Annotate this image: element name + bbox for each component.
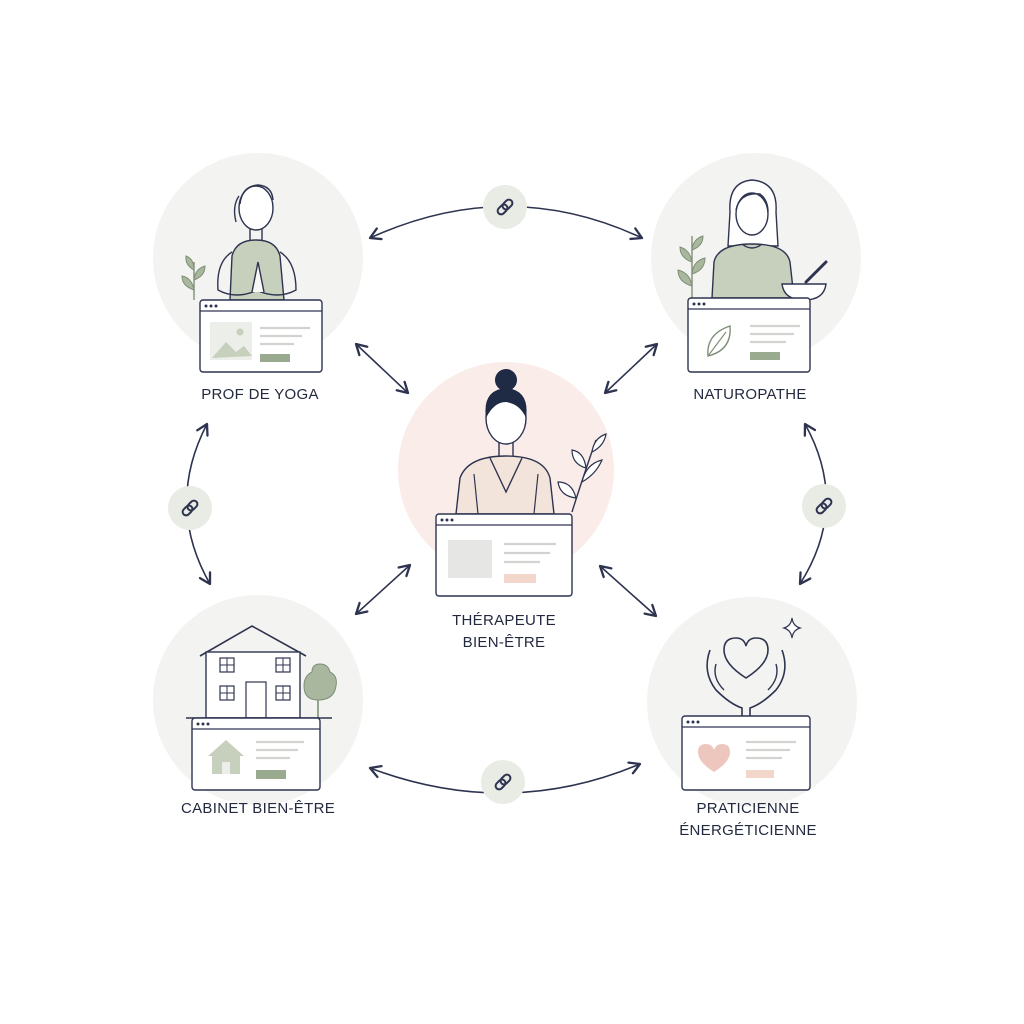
label-line: NATUROPATHE xyxy=(693,386,807,403)
label-praticienne-energeticienne: PRATICIENNE ÉNERGÉTICIENNE xyxy=(646,798,850,842)
label-line: PRATICIENNE xyxy=(696,800,800,817)
therapist-icon xyxy=(435,369,607,597)
label-line: ÉNERGÉTICIENNE xyxy=(679,822,817,839)
label-therapeute-bien-etre: THÉRAPEUTE BIEN-ÊTRE xyxy=(404,610,604,654)
double-arrow-icon xyxy=(354,563,412,616)
link-icon xyxy=(168,486,212,530)
label-line: CABINET BIEN-ÊTRE xyxy=(180,800,336,817)
heart-hands-icon xyxy=(681,617,811,791)
double-arrow-icon xyxy=(598,564,658,618)
double-arrow-icon xyxy=(603,342,659,395)
link-icon xyxy=(483,185,527,229)
house-icon xyxy=(186,625,337,791)
double-arrow-icon xyxy=(354,342,410,395)
label-cabinet-bien-etre: CABINET BIEN-ÊTRE xyxy=(156,798,360,820)
label-prof-de-yoga: PROF DE YOGA xyxy=(160,384,360,406)
link-icon xyxy=(481,760,525,804)
label-line: THÉRAPEUTE xyxy=(452,612,556,629)
label-naturopathe: NATUROPATHE xyxy=(650,384,850,406)
label-line: BIEN-ÊTRE xyxy=(462,634,546,651)
yoga-teacher-icon xyxy=(181,184,323,373)
label-line: PROF DE YOGA xyxy=(201,386,319,403)
naturopath-icon xyxy=(677,179,828,373)
link-icon xyxy=(802,484,846,528)
